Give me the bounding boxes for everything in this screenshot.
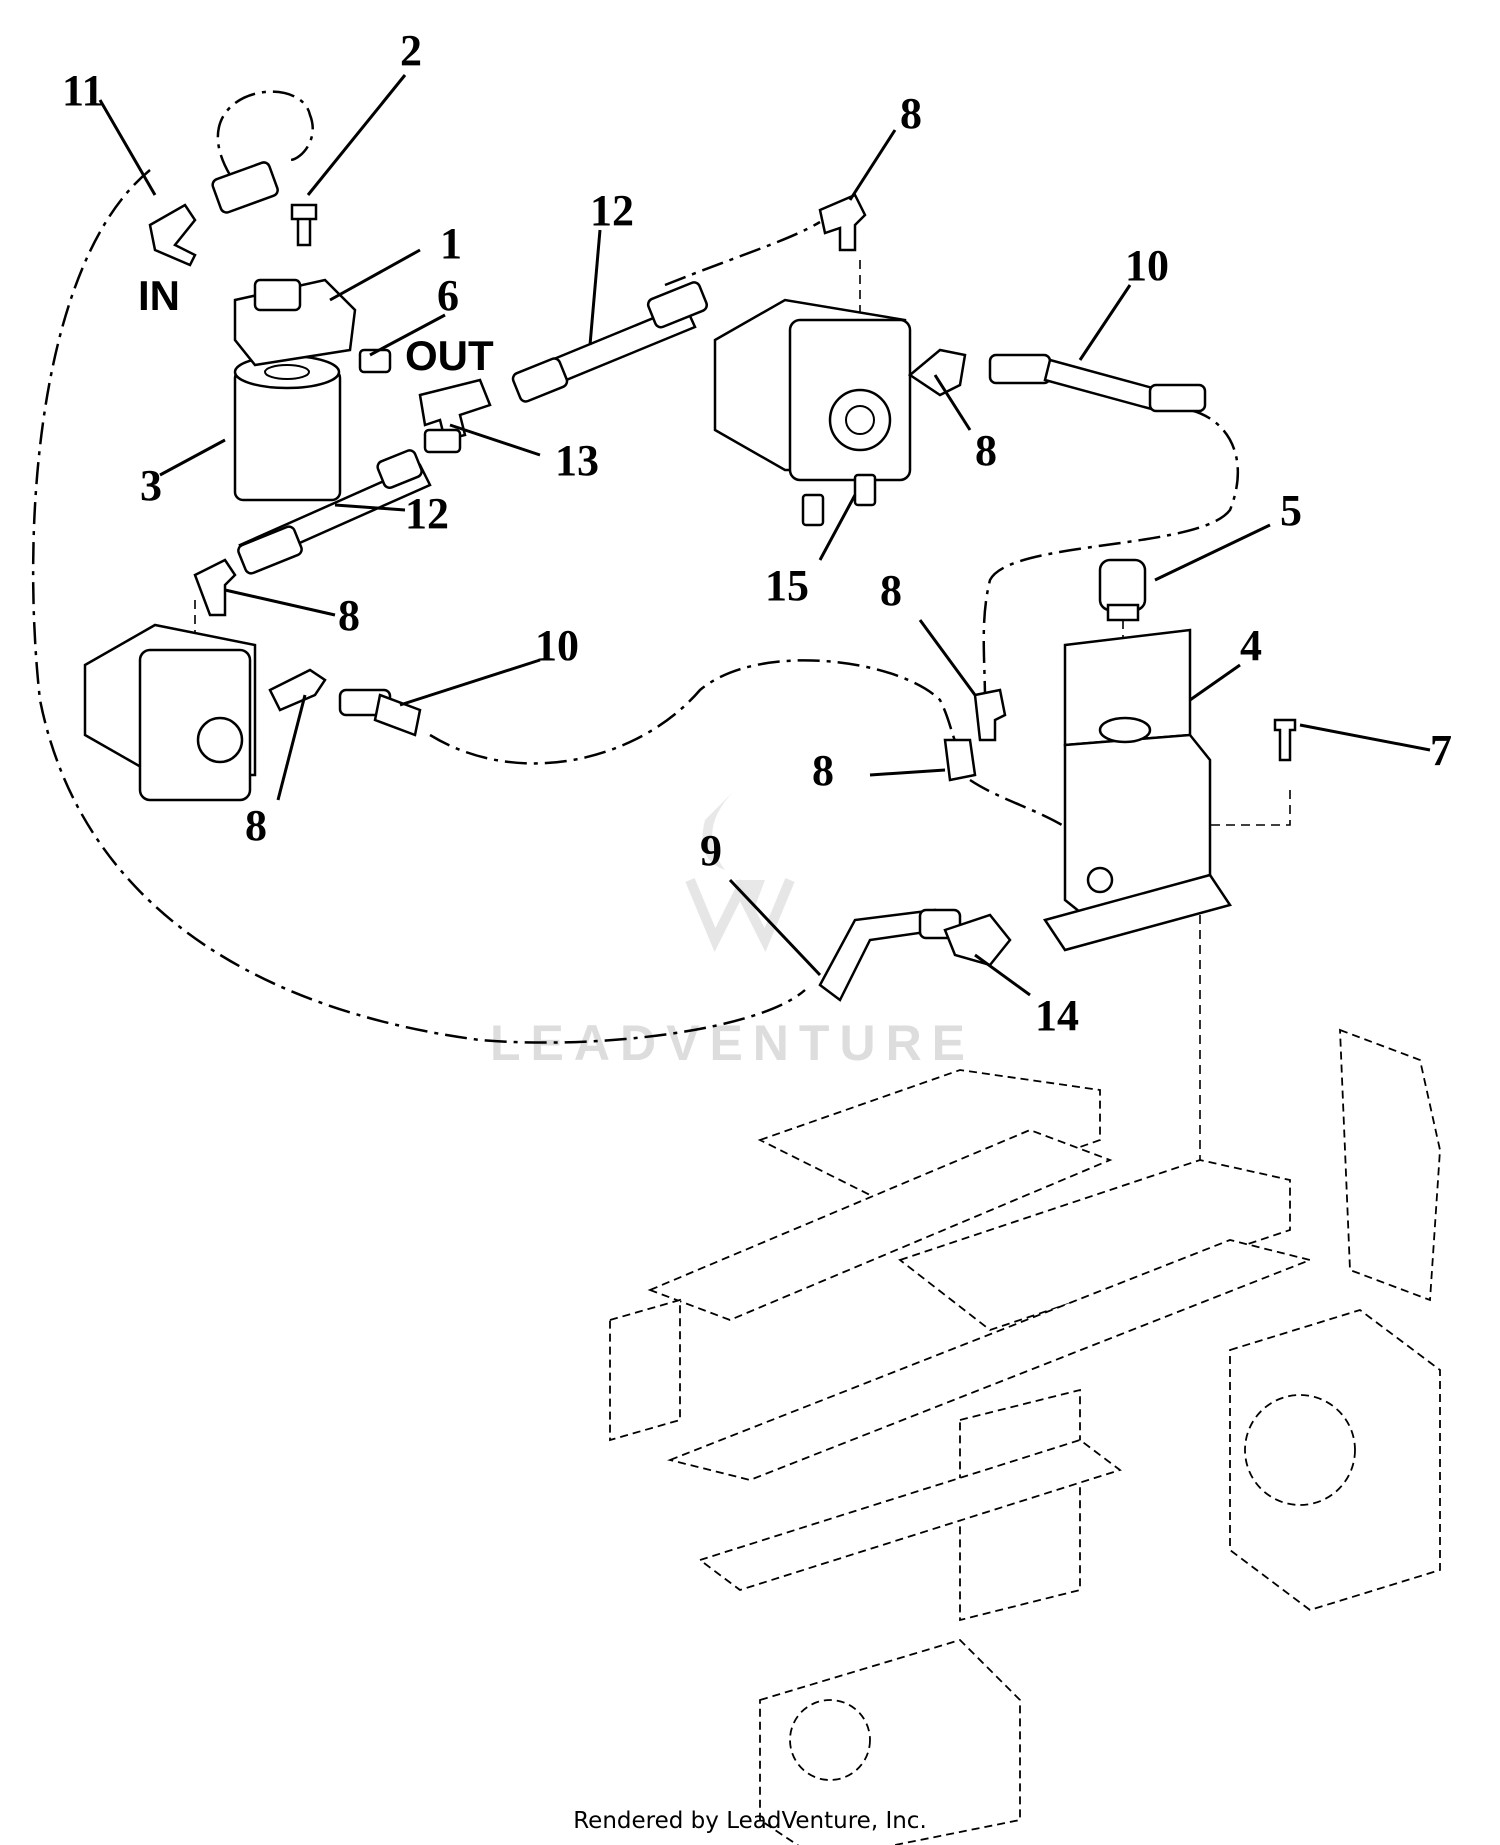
callout-3: 3 [140, 461, 162, 510]
callout-8-pump: 8 [975, 426, 997, 475]
callout-8-bottom: 8 [245, 801, 267, 850]
return-hose-loop [31, 90, 806, 1044]
chassis-frame [609, 1028, 1441, 1845]
port-label-out: OUT [405, 332, 494, 379]
fitting-group-upper-left [148, 161, 492, 454]
hydraulic-pump-lower [83, 558, 257, 802]
hose-route-mid [969, 778, 1071, 832]
callout-12-upper: 12 [590, 186, 634, 235]
elbow-14 [943, 913, 1012, 967]
mount-line [194, 260, 1291, 1270]
callout-8-top: 8 [900, 89, 922, 138]
callout-1: 1 [440, 219, 462, 268]
callout-numbers: 11 2 1 6 12 8 10 3 13 12 8 15 5 8 8 4 7 … [62, 26, 1452, 1040]
callout-2: 2 [400, 26, 422, 75]
hose-12-mid [237, 449, 432, 575]
callout-4: 4 [1240, 621, 1262, 670]
callout-8-lower-left: 8 [338, 591, 360, 640]
fittings-15 [801, 473, 877, 527]
callout-9: 9 [700, 826, 722, 875]
callout-8-tank-lower: 8 [812, 746, 834, 795]
callout-13: 13 [555, 436, 599, 485]
hose-10-upper [988, 353, 1207, 413]
port-label-in: IN [138, 272, 180, 319]
hose-10-lower [268, 668, 422, 737]
callout-12-mid: 12 [405, 489, 449, 538]
callout-6: 6 [437, 271, 459, 320]
callout-10-lower: 10 [535, 621, 579, 670]
screw [1273, 718, 1297, 762]
callout-15: 15 [765, 561, 809, 610]
hose-route-upper [664, 220, 821, 287]
watermark-text: LEADVENTURE [490, 1015, 975, 1071]
elbow-fitting-top [818, 193, 867, 252]
callout-10-upper: 10 [1125, 241, 1169, 290]
filter-assembly [233, 203, 357, 502]
hydraulic-pump-upper [713, 298, 967, 482]
hose-route-right [982, 408, 1240, 701]
leader-lines [98, 74, 1431, 997]
callout-8-tank-upper: 8 [880, 566, 902, 615]
callout-5: 5 [1280, 486, 1302, 535]
hose-route-lower [429, 659, 971, 765]
callout-7: 7 [1430, 726, 1452, 775]
callout-11: 11 [62, 66, 104, 115]
footer-credit: Rendered by LeadVenture, Inc. [573, 1808, 927, 1834]
elbow-fittings-tank [943, 688, 1007, 782]
reservoir-tank [1042, 628, 1233, 952]
hose-12-upper [511, 281, 709, 403]
hose-9 [818, 908, 962, 1002]
callout-14: 14 [1035, 991, 1079, 1040]
